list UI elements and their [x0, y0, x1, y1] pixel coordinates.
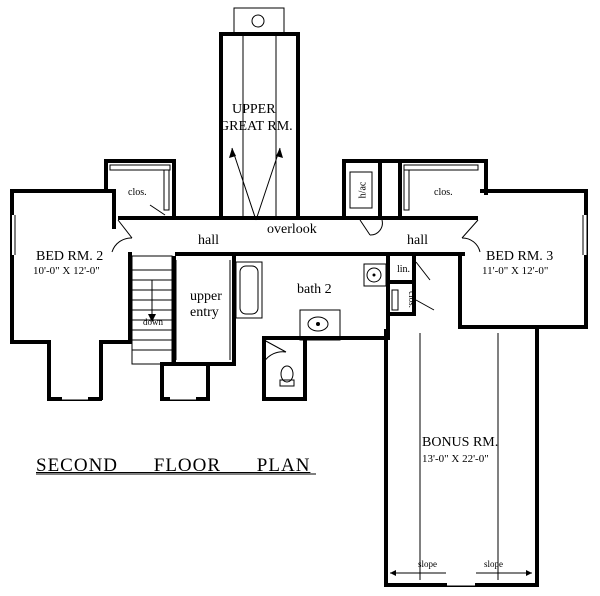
upper-great-room-outline	[219, 32, 300, 220]
slope-right-label: slope	[484, 559, 503, 569]
slope-left-label: slope	[418, 559, 437, 569]
small-closet-label: clos.	[406, 291, 417, 308]
right-closets	[342, 159, 488, 236]
bed-room-3-label: BED RM. 3	[486, 249, 554, 264]
upper-entry-label-2: entry	[190, 305, 219, 320]
upper-entry-label-1: upper	[190, 289, 222, 304]
hvac-label: h/ac	[357, 181, 369, 199]
hall-walls	[118, 216, 478, 256]
bed-room-2-walls	[10, 189, 132, 401]
bonus-room-walls	[384, 329, 539, 587]
linen-closet-label: lin.	[397, 264, 411, 275]
plan-title: SECOND FLOOR PLAN	[36, 455, 311, 476]
chimney-flue	[251, 14, 265, 28]
right-closet-label: clos.	[434, 187, 453, 198]
left-closet-label: clos.	[128, 187, 147, 198]
overlook-arrows	[229, 147, 283, 221]
bed-room-3-walls	[458, 189, 588, 329]
upper-great-room-label-1: UPPER	[232, 102, 276, 117]
bath-2-label: bath 2	[297, 282, 332, 297]
bed-2-door-swing	[111, 219, 133, 253]
upper-entry-walls	[160, 256, 236, 401]
bed-room-2-dims: 10'-0" X 12'-0"	[33, 265, 100, 277]
overlook-label: overlook	[267, 222, 317, 237]
stair-down-label: down	[143, 317, 163, 327]
upper-great-room-label-2: GREAT RM.	[219, 119, 293, 134]
left-closet	[104, 159, 176, 219]
bed-room-2-label: BED RM. 2	[36, 249, 104, 264]
bed-room-3-dims: 11'-0" X 12'-0"	[482, 265, 549, 277]
bath-2-walls	[235, 256, 390, 363]
hall-left-label: hall	[198, 233, 219, 248]
bonus-room-label: BONUS RM.	[422, 435, 499, 450]
stairs	[131, 255, 176, 365]
toilet-room	[262, 340, 307, 401]
linen-closet	[390, 256, 435, 316]
hall-right-label: hall	[407, 233, 428, 248]
bonus-room-dims: 13'-0" X 22'-0"	[422, 453, 489, 465]
